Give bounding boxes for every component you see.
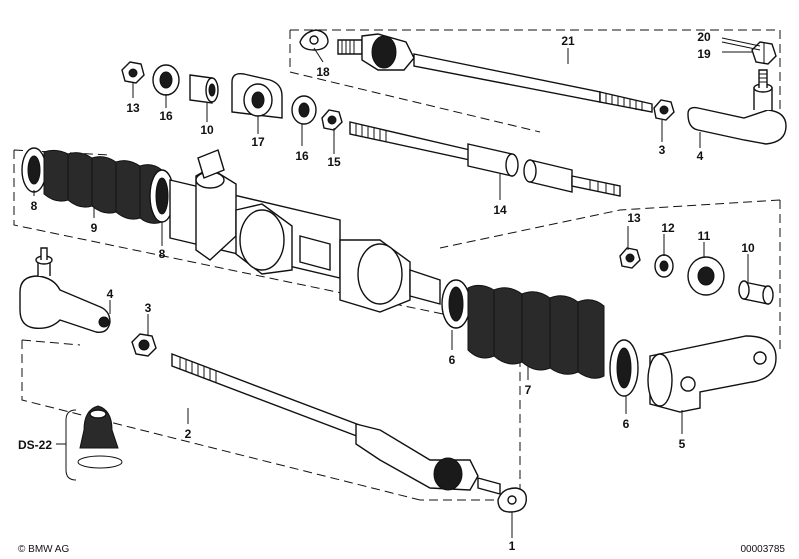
lock-washer-1 bbox=[497, 487, 527, 513]
cotter-pin-20 bbox=[721, 37, 761, 51]
label-5: 5 bbox=[679, 437, 686, 451]
upper-right-frame bbox=[289, 29, 781, 133]
label-3-top: 3 bbox=[659, 143, 666, 157]
label-3-left: 3 bbox=[145, 301, 152, 315]
label-4-left: 4 bbox=[107, 287, 114, 301]
label-8-left: 8 bbox=[31, 199, 38, 213]
label-10-right: 10 bbox=[741, 241, 755, 255]
clamp-8-left bbox=[21, 147, 47, 193]
tie-rod-end-4-left bbox=[19, 247, 111, 333]
label-1: 1 bbox=[509, 539, 516, 553]
label-18: 18 bbox=[316, 65, 330, 79]
label-21: 21 bbox=[561, 34, 575, 48]
tie-rod-2 bbox=[171, 352, 501, 495]
sleeve-10-top bbox=[189, 74, 219, 104]
diagram-id: 00003785 bbox=[740, 544, 786, 555]
ds-22-kit bbox=[65, 405, 123, 481]
label-4-top: 4 bbox=[697, 149, 704, 163]
lock-washer-18 bbox=[299, 29, 329, 51]
copyright-text: © BMW AG bbox=[18, 544, 70, 555]
label-ds-22: DS-22 bbox=[18, 438, 52, 452]
castle-nut-19 bbox=[751, 41, 777, 65]
label-13-right: 13 bbox=[627, 211, 641, 225]
label-17: 17 bbox=[251, 135, 265, 149]
label-10-top: 10 bbox=[200, 123, 214, 137]
label-2: 2 bbox=[185, 427, 192, 441]
clamp-8-mid bbox=[149, 169, 175, 223]
callout-labels: 18 21 20 19 13 16 10 17 16 15 3 4 8 9 8 … bbox=[18, 30, 755, 553]
nut-13-right bbox=[619, 247, 641, 269]
washer-16-mid bbox=[291, 95, 317, 125]
nut-15 bbox=[321, 109, 343, 131]
label-9: 9 bbox=[91, 221, 98, 235]
bracket-5 bbox=[647, 335, 777, 413]
boot-7 bbox=[467, 284, 605, 379]
washer-16-top bbox=[152, 64, 180, 96]
label-8-mid: 8 bbox=[159, 247, 166, 261]
washer-12 bbox=[654, 254, 674, 278]
label-15: 15 bbox=[327, 155, 341, 169]
nut-3-top bbox=[653, 99, 675, 121]
label-13-top: 13 bbox=[126, 101, 140, 115]
nut-13-top bbox=[121, 61, 145, 84]
label-6-right: 6 bbox=[623, 417, 630, 431]
label-20: 20 bbox=[697, 30, 711, 44]
nut-3-left bbox=[131, 333, 157, 357]
label-7: 7 bbox=[525, 383, 532, 397]
rack-bar-14 bbox=[349, 121, 621, 197]
label-6-left: 6 bbox=[449, 353, 456, 367]
sleeve-10-right bbox=[738, 280, 774, 305]
leader-lines bbox=[33, 47, 752, 538]
ring-6-right bbox=[609, 339, 639, 397]
bushing-17 bbox=[231, 72, 283, 119]
label-11: 11 bbox=[698, 229, 711, 243]
label-16-mid: 16 bbox=[295, 149, 309, 163]
ring-6-left bbox=[441, 279, 471, 329]
label-12: 12 bbox=[661, 221, 675, 235]
bushing-11 bbox=[687, 256, 725, 296]
label-14: 14 bbox=[493, 203, 507, 217]
steering-rack-housing bbox=[169, 149, 441, 313]
tie-rod-end-4-top bbox=[687, 69, 787, 145]
tie-rod-21 bbox=[337, 33, 653, 113]
label-19: 19 bbox=[697, 47, 711, 61]
label-16-top: 16 bbox=[159, 109, 173, 123]
boot-9 bbox=[43, 149, 163, 224]
